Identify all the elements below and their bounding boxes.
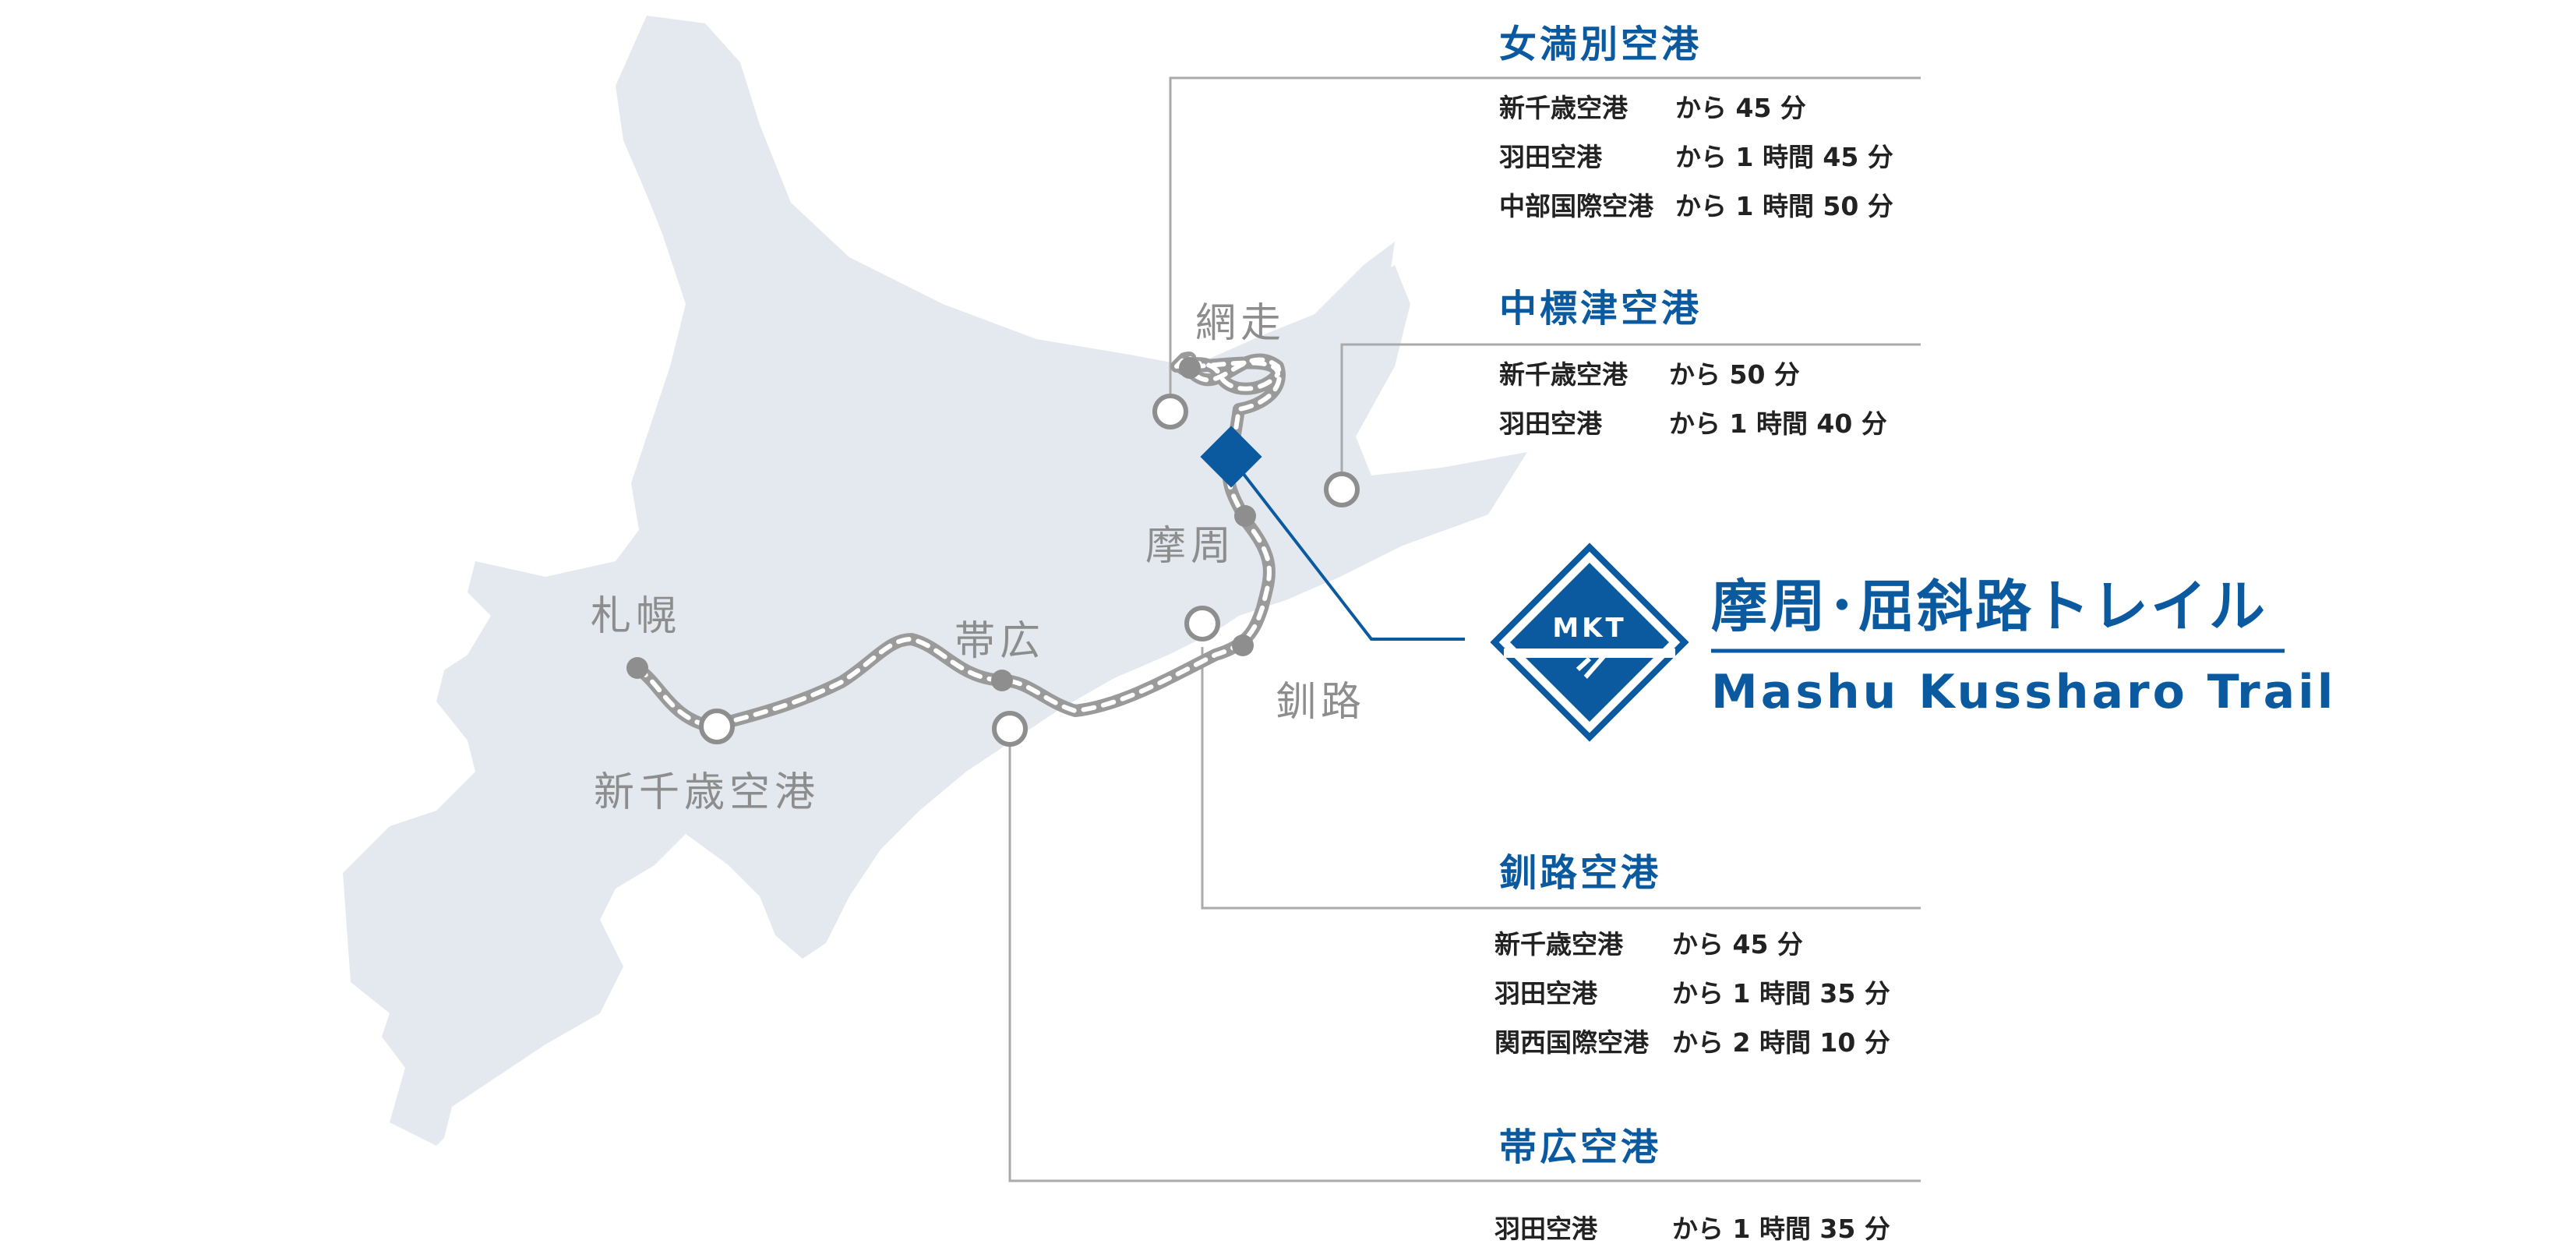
route-time: から 1 時間 35 分 <box>1672 978 1890 1009</box>
city-label-sapporo: 札幌 <box>591 593 681 640</box>
obihiro-airport-ring <box>992 711 1028 747</box>
obihiro-dot <box>991 670 1013 691</box>
route-from: 羽田空港 <box>1494 1214 1598 1244</box>
route-time: から 2 時間 10 分 <box>1672 1027 1890 1058</box>
city-label-abashiri: 網走 <box>1195 300 1286 347</box>
new-chitose-airport-ring <box>699 709 735 744</box>
kushiro-airport-ring <box>1184 606 1220 641</box>
route-time: から 1 時間 45 分 <box>1675 142 1893 172</box>
shiretoko-peninsula <box>1293 242 1395 359</box>
brand-logo: MKT <box>1490 542 1689 742</box>
route-from: 中部国際空港 <box>1499 191 1654 221</box>
route-from: 羽田空港 <box>1494 978 1598 1009</box>
route-time: から 1 時間 40 分 <box>1669 408 1887 439</box>
city-label-new-chitose: 新千歳空港 <box>594 769 820 816</box>
route-from: 新千歳空港 <box>1499 93 1629 123</box>
route-from: 羽田空港 <box>1499 408 1603 439</box>
route-list-kushiro: 新千歳空港 から 45 分 羽田空港 から 1 時間 35 分 関西国際空港 か… <box>1494 929 1890 1058</box>
hokkaido-landmass <box>343 16 1527 1146</box>
city-label-obihiro: 帯広 <box>955 618 1045 665</box>
trail-location-marker <box>1200 426 1262 488</box>
route-from: 新千歳空港 <box>1494 929 1624 960</box>
brand-connector-line <box>1228 454 1465 641</box>
route-list-nakashibetsu: 新千歳空港 から 50 分 羽田空港 から 1 時間 40 分 <box>1499 359 1887 439</box>
route-from: 新千歳空港 <box>1499 359 1629 390</box>
airport-title-kushiro: 釧路空港 <box>1499 851 1661 895</box>
route-list-memanbetsu: 新千歳空港 から 45 分 羽田空港 から 1 時間 45 分 中部国際空港 か… <box>1499 93 1893 221</box>
route-from: 羽田空港 <box>1499 142 1603 172</box>
airport-title-nakashibetsu: 中標津空港 <box>1499 287 1702 330</box>
city-label-mashu: 摩周 <box>1145 523 1236 570</box>
brand-name-japanese: 摩周･屈斜路トレイル <box>1711 574 2267 639</box>
memanbetsu-airport-ring <box>1152 394 1188 429</box>
leader-line-kushiro <box>1201 647 1921 910</box>
airport-title-obihiro: 帯広空港 <box>1499 1126 1661 1169</box>
airport-title-memanbetsu: 女満別空港 <box>1499 23 1702 66</box>
leader-line-memanbetsu <box>1169 76 1921 412</box>
route-time: から 45 分 <box>1672 929 1803 960</box>
route-list-obihiro: 羽田空港 から 1 時間 35 分 <box>1494 1214 1890 1244</box>
sapporo-dot <box>626 657 648 679</box>
city-label-kushiro: 釧路 <box>1276 679 1366 726</box>
logo-white-band <box>1504 649 1675 658</box>
route-time: から 45 分 <box>1675 93 1806 123</box>
route-from: 関西国際空港 <box>1494 1027 1650 1058</box>
brand-name-english: Mashu Kussharo Trail <box>1711 665 2336 719</box>
logo-inner-diamond <box>1510 563 1669 722</box>
mashu-dot <box>1234 505 1256 527</box>
logo-text: MKT <box>1552 613 1626 644</box>
abashiri-dot <box>1179 357 1201 379</box>
route-time: から 1 時間 50 分 <box>1675 191 1893 221</box>
nakashibetsu-airport-ring <box>1324 472 1360 507</box>
railway-line-dashes <box>635 355 1282 729</box>
leader-line-obihiro <box>1008 729 1921 1182</box>
kushiro-dot <box>1232 634 1254 656</box>
route-time: から 50 分 <box>1669 359 1800 390</box>
leader-line-nakashibetsu <box>1340 343 1921 489</box>
route-time: から 1 時間 35 分 <box>1672 1214 1890 1244</box>
